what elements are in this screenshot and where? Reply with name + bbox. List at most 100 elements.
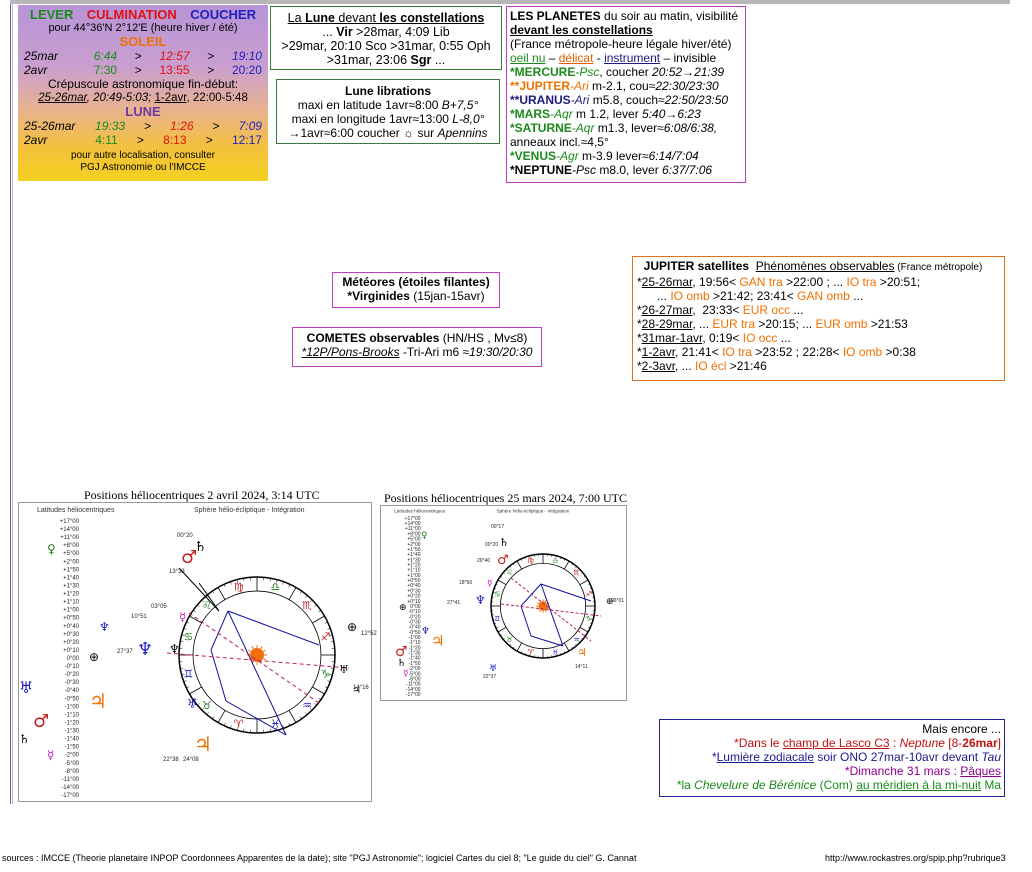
latitude-tick: -0°50: [65, 696, 80, 702]
librations-panel: Lune librations maxi en latitude 1avr≈8:…: [276, 79, 500, 144]
orbit-line: [166, 652, 350, 669]
zodiac-divider: [563, 642, 570, 652]
mais-l4a: *la: [676, 778, 695, 792]
zodiac-tick: [571, 646, 574, 649]
jupiter-event-seg: 2-3avr: [641, 359, 676, 373]
latitude-tick: -0°30: [65, 680, 80, 686]
orbit-line: [210, 610, 229, 651]
latitude-tick: -1°10: [65, 712, 80, 718]
angle-label: 12°52: [361, 631, 377, 637]
lune-arrow: >: [205, 133, 213, 147]
planet-info: m-2.1, cou≈: [588, 79, 656, 93]
zodiac-tick: [588, 626, 591, 629]
other-loc-1: pour autre localisation, consulter: [71, 150, 215, 161]
jupiter-event-line: *31mar-1avr, 0:19< IO occ ...: [637, 331, 1000, 345]
sun-ray: [248, 649, 252, 652]
lib-l1a: maxi en latitude 1avr≈8:00: [297, 98, 442, 112]
planet-glyph-icon: ♃: [431, 632, 444, 650]
lune-set: 7:09: [238, 119, 262, 133]
zodiac-tick: [309, 707, 313, 711]
zodiac-tick: [276, 579, 278, 583]
zodiac-tick: [186, 621, 190, 624]
latitude-tick: +1°40: [407, 552, 420, 558]
zodiac-tick: [555, 555, 557, 558]
planet-name: SATURNE: [514, 121, 572, 135]
librations-line2: maxi en longitude 1avr≈13:00 L-8,0°: [277, 112, 499, 126]
comets-title-a: COMETES observables: [306, 331, 440, 345]
lib-l2b: L-8,0°: [452, 112, 485, 126]
latitude-tick: +14°00: [60, 527, 80, 533]
librations-title: Lune librations: [344, 84, 431, 98]
zodiac-tick: [288, 584, 291, 588]
zodiac-tick: [581, 572, 583, 575]
orbit-line: [540, 583, 564, 647]
jupiter-event-seg: IO tra: [846, 275, 877, 289]
zodiac-sign-icon: ♊: [184, 667, 194, 680]
zodiac-tick: [591, 618, 594, 620]
zodiac-sign-icon: ♉: [506, 635, 512, 644]
planet-glyph-icon: ♂: [395, 644, 408, 660]
zodiac-tick: [299, 716, 302, 720]
meteors-item: *Virginides (15jan-15avr): [333, 289, 499, 303]
legend-invisible: – invisible: [660, 51, 717, 65]
lune-arrow: >: [144, 119, 152, 133]
footer-url[interactable]: http://www.rockastres.org/spip.php?rubri…: [825, 853, 1006, 863]
jupiter-event-seg: IO occ: [742, 331, 778, 345]
zodiac-divider: [497, 626, 507, 633]
zodiac-tick: [509, 566, 512, 568]
zodiac-tick: [495, 626, 498, 629]
planet-row: *NEPTUNE-Psc m8.0, lever 6:37/7:06: [510, 163, 742, 177]
angle-label: 00°20: [485, 542, 498, 548]
comet-name: *12P/Pons-Brooks: [301, 345, 400, 359]
planet-info: m-3.9 lever≈: [578, 149, 649, 163]
zodiac-tick: [591, 592, 594, 594]
jupiter-event-seg: GAN tra: [739, 275, 783, 289]
lune-date: 25-26mar: [24, 119, 76, 133]
paques-link[interactable]: Pâques: [960, 764, 1001, 778]
planet-glyph-icon: ♅: [187, 697, 198, 711]
lune-label: LUNE: [125, 104, 161, 119]
zodiac-tick: [520, 558, 523, 561]
latitude-tick: -1°00: [409, 635, 421, 641]
zodiac-tick: [329, 634, 333, 636]
moon-const-line2: >29mar, 20:10 Sco >31mar, 0:55 Oph: [281, 39, 491, 53]
zodiac-sign-icon: ♍: [528, 556, 535, 565]
lune-rise: 19:33: [95, 119, 126, 133]
zodiac-sign-icon: ♉: [202, 699, 212, 712]
zodiac-tick: [509, 644, 512, 646]
planet-glyph-icon: ♄: [194, 539, 207, 555]
zodiac-tick: [324, 621, 328, 624]
jupiter-event-seg: 31mar-1avr: [641, 331, 703, 345]
zodiac-tick: [223, 722, 226, 726]
planet-time: 5:40→6:23: [642, 107, 701, 121]
lasco-link[interactable]: champ de Lasco C3: [782, 736, 890, 750]
angle-label: 22°38: [163, 757, 179, 763]
planet-info: m8.0, lever: [596, 163, 663, 177]
meridian-link[interactable]: au méridien à la mi-nuit: [856, 778, 981, 792]
jupiter-event-seg: 28-29mar: [641, 317, 693, 331]
jupiter-title-c: (France métropole): [894, 262, 983, 273]
twilight-title: Crépuscule astronomique fin-début:: [47, 77, 239, 91]
zodiac-sign-icon: ♈: [234, 718, 244, 731]
orbit-line: [520, 583, 542, 607]
jupiter-event-seg: >23:52 ; 22:28<: [752, 345, 843, 359]
orbit-line: [225, 700, 287, 736]
planet-time: 22:30/23:30: [655, 79, 719, 93]
angle-label: 14°16: [353, 685, 369, 691]
latitude-tick: -0°40: [65, 688, 80, 694]
zodiac-tick: [588, 583, 591, 586]
zodiac-tick: [559, 557, 562, 560]
soleil-culm: 13:55: [159, 63, 190, 77]
planet-glyph-icon: ⊕: [399, 603, 407, 613]
jupiter-title-a: JUPITER satellites: [643, 259, 750, 273]
planet-list: *MERCURE-Psc, coucher 20:52→21:39**JUPIT…: [510, 65, 742, 177]
latitude-tick: -14°00: [406, 687, 421, 693]
zodiac-tick: [563, 651, 566, 654]
zodiac-sign-icon: ♊: [494, 614, 501, 623]
latitude-tick: -0°20: [65, 672, 80, 678]
jupiter-event-seg: 25-26mar: [641, 275, 693, 289]
zodiacal-light-link[interactable]: Lumière zodiacale: [716, 750, 815, 764]
jupiter-event-seg: 26-27mar: [641, 303, 693, 317]
